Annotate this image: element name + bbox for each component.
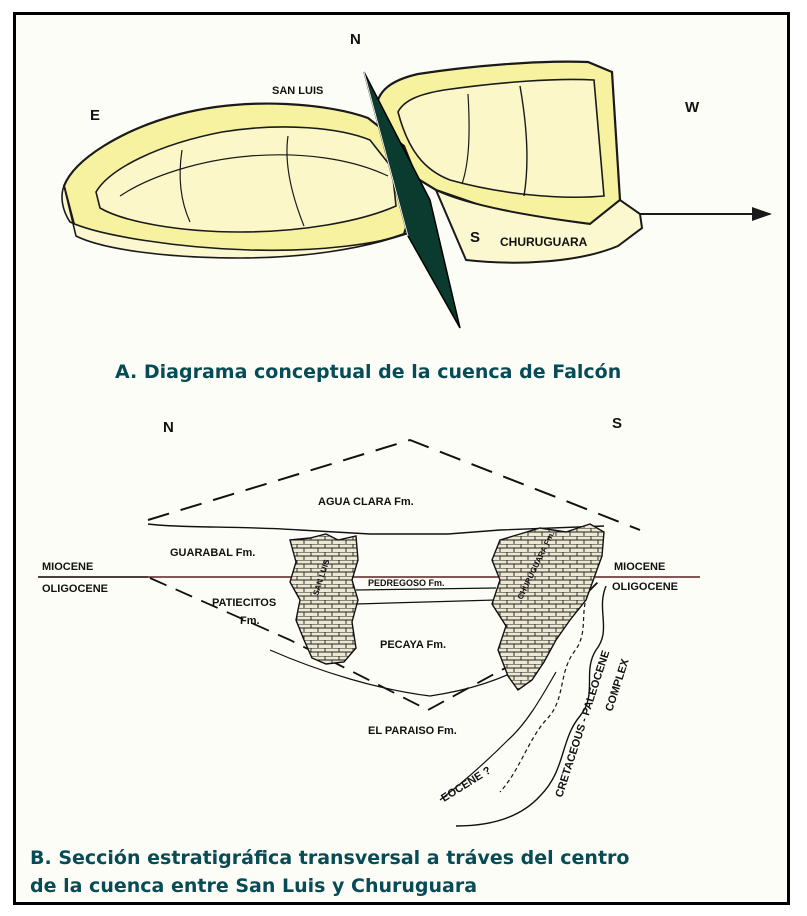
- label-pedregoso: PEDREGOSO Fm.: [368, 578, 445, 588]
- san-luis-reef: [289, 533, 359, 665]
- compass-w: W: [685, 99, 700, 116]
- basin-east-face: [61, 183, 413, 259]
- compass-e: E: [90, 107, 100, 124]
- compass-s-top: S: [470, 229, 480, 246]
- label-cretaceous: CRETACEOUS - PALEOCENE: [553, 649, 612, 799]
- label-agua-clara: AGUA CLARA Fm.: [318, 496, 414, 508]
- basin-west-trough: [397, 78, 605, 198]
- caption-b-line1: B. Sección estratigráfica transversal a …: [30, 847, 629, 869]
- label-el-paraiso: EL PARAISO Fm.: [368, 725, 457, 737]
- stratigraphic-section: N S AGUA CLARA Fm. GUARABAL Fm. PATIECIT…: [38, 415, 700, 827]
- label-churuguara: CHURUGUARA: [500, 235, 588, 249]
- label-pecaya: PECAYA Fm.: [380, 639, 446, 651]
- label-patiecitos-fm: Fm.: [240, 615, 260, 627]
- label-guarabal: GUARABAL Fm.: [170, 547, 255, 559]
- agua-clara-top: [147, 438, 641, 531]
- label-oligocene-left: OLIGOCENE: [42, 583, 108, 595]
- label-miocene-right: MIOCENE: [614, 561, 665, 573]
- compass-n-top: N: [350, 31, 361, 48]
- label-oligocene-right: OLIGOCENE: [612, 581, 678, 593]
- churuguara-reef: [491, 523, 605, 691]
- label-eocene: EOCENE ?: [439, 764, 493, 804]
- compass-n-bottom: N: [163, 419, 174, 436]
- basin-block-diagram: E W N S SAN LUIS CHURUGUARA: [61, 31, 772, 329]
- label-miocene-left: MIOCENE: [42, 561, 93, 573]
- arrow-head-icon: [752, 207, 772, 221]
- label-patiecitos: PATIECITOS: [212, 597, 276, 609]
- basin-west-face: [434, 187, 644, 264]
- label-san-luis: SAN LUIS: [272, 85, 323, 97]
- compass-s-bottom: S: [612, 415, 622, 432]
- caption-b-line2: de la cuenca entre San Luis y Churuguara: [30, 875, 477, 897]
- caption-a: A. Diagrama conceptual de la cuenca de F…: [115, 361, 621, 383]
- basin-east-trough: [95, 126, 397, 233]
